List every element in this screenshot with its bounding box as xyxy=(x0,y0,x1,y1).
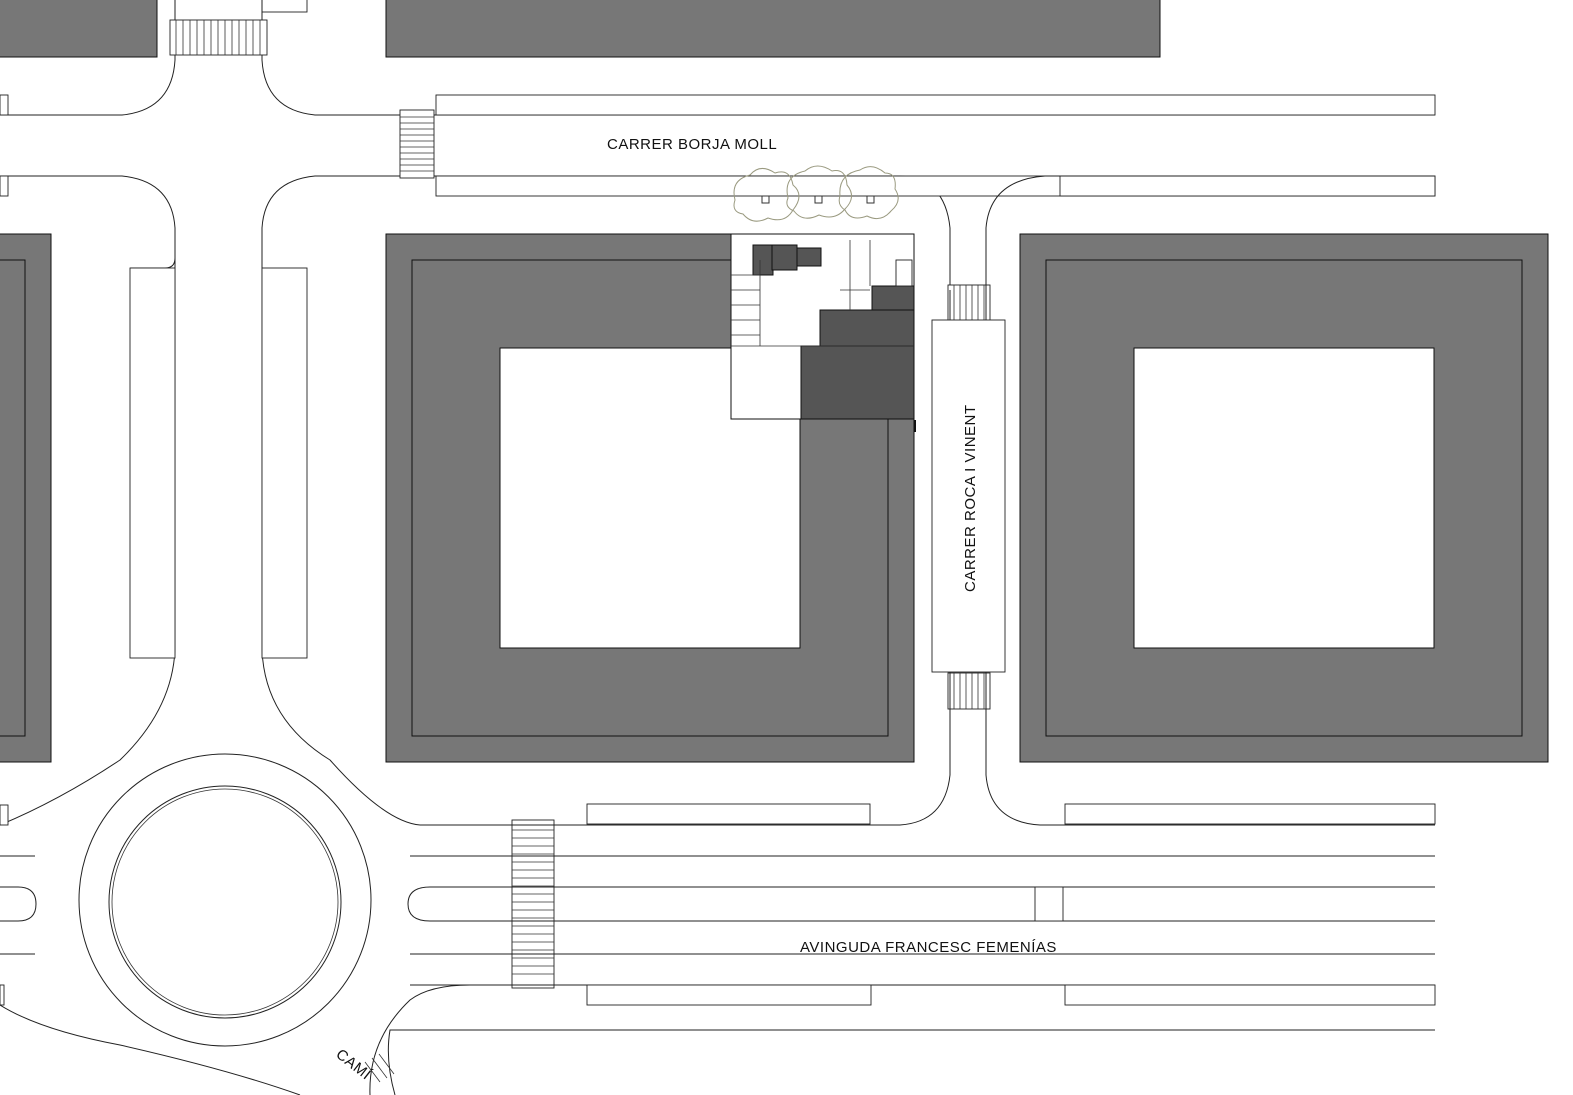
label-cami: CAMÍ xyxy=(333,1046,375,1084)
avinguda-street xyxy=(0,803,1436,1006)
top-center-block xyxy=(385,0,1161,58)
crosswalk-avinguda xyxy=(511,819,555,989)
label-borja-moll: CARRER BORJA MOLL xyxy=(607,136,777,153)
tree-row xyxy=(733,165,899,222)
label-avinguda: AVINGUDA FRANCESC FEMENÍAS xyxy=(800,939,1057,956)
label-roca-vinent: CARRER ROCA I VINENT xyxy=(962,404,979,592)
left-street xyxy=(0,240,421,826)
roundabout xyxy=(78,753,372,1047)
crosswalk-borja-moll xyxy=(399,109,435,179)
corner-building xyxy=(730,233,916,432)
crosswalk-top xyxy=(169,19,268,56)
crosswalk-roca-north xyxy=(947,284,991,322)
right-block xyxy=(1019,233,1549,763)
left-block xyxy=(0,233,52,763)
crosswalk-roca-south xyxy=(947,672,991,710)
cami-road xyxy=(0,984,1435,1095)
top-left-block xyxy=(0,0,158,58)
roca-vinent-street xyxy=(420,175,1435,826)
